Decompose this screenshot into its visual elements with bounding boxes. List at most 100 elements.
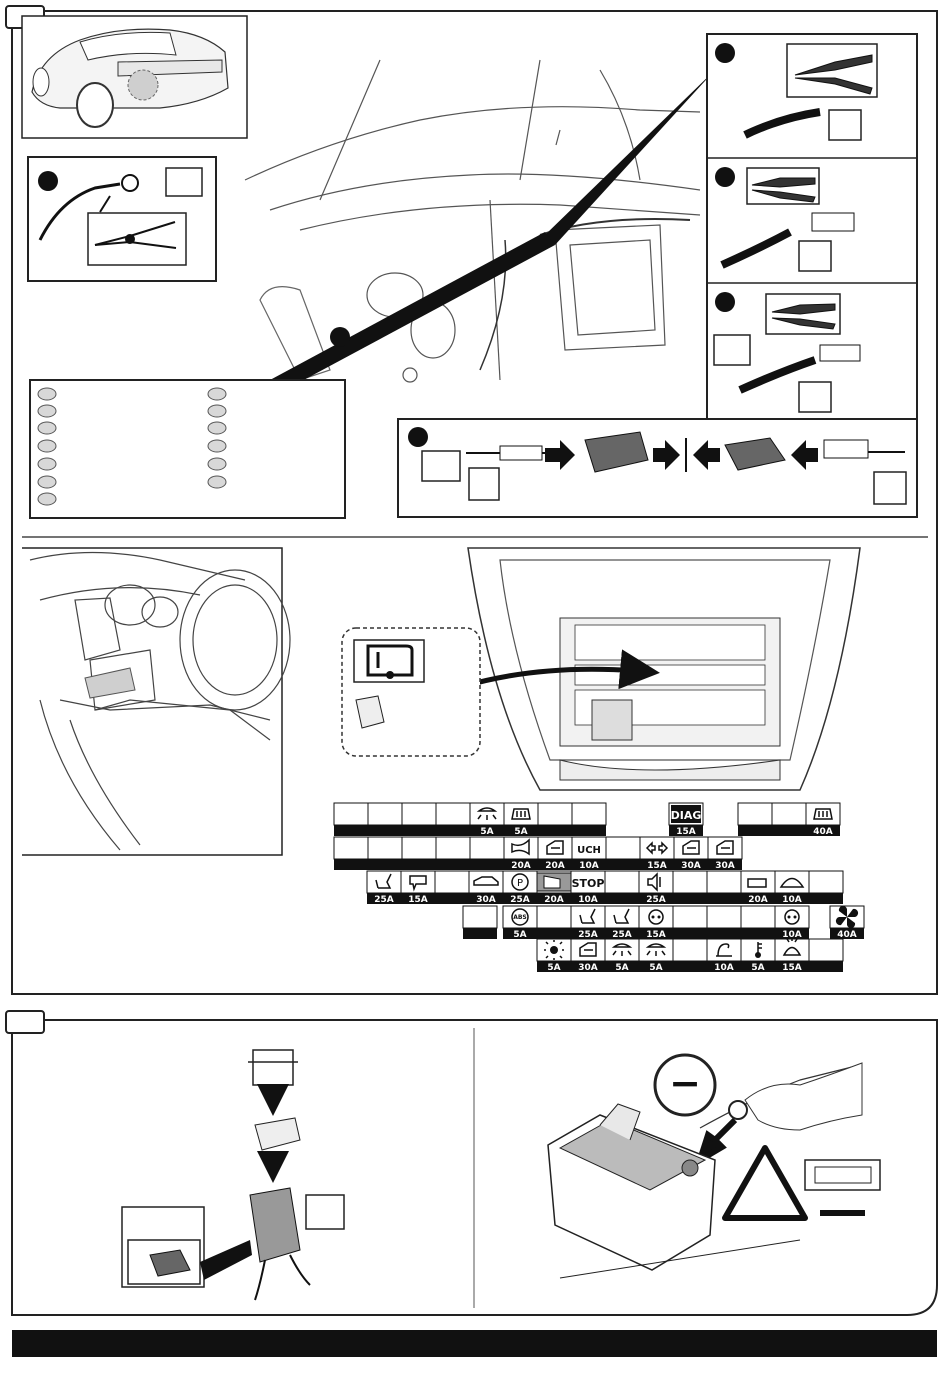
- step-dot: [408, 427, 428, 447]
- fuse-cell-seat: 25A: [605, 906, 639, 940]
- fuse-cell: [572, 803, 606, 836]
- fuse-cell-temperature: 5A: [741, 939, 775, 973]
- fuse-cell: [334, 803, 368, 836]
- terminal-icon: [812, 213, 854, 231]
- ref-box: [422, 451, 460, 481]
- fuse-rating: 20A: [545, 861, 565, 871]
- fuse-rating: 5A: [514, 827, 527, 837]
- fuse-rating: 5A: [649, 963, 662, 973]
- fuse-rating: 10A: [782, 895, 802, 905]
- pointer-line-2: [270, 232, 555, 382]
- fuse-rating: 15A: [408, 895, 428, 905]
- fuse-cell-circle-dots: 15A: [639, 906, 673, 940]
- fuse-rating: 25A: [374, 895, 394, 905]
- fuse-cell-window-lift: 30A: [674, 837, 708, 871]
- fuse-rating: 25A: [646, 895, 666, 905]
- connector-sequence: [398, 419, 917, 517]
- fuse-cell: [772, 803, 806, 836]
- step-label-box-2: [6, 1011, 44, 1033]
- fuse-cell: [436, 837, 470, 870]
- warning-triangle-icon: [725, 1148, 805, 1218]
- panel-finalize: −: [6, 1011, 937, 1315]
- fuse-cell-interior-light: 5A: [639, 939, 673, 973]
- ref-box: [799, 241, 831, 271]
- wire-color-list: [30, 380, 345, 518]
- fuse-cell-interior-light: 5A: [470, 803, 504, 837]
- fuse-cell: [707, 906, 741, 939]
- step-dot: [715, 167, 735, 187]
- fuse-cell: [673, 906, 707, 939]
- svg-text:STOP: STOP: [572, 877, 605, 890]
- fuse-cell-seat: 25A: [571, 906, 605, 940]
- ref-box: [166, 168, 202, 196]
- fuse-cell: [605, 871, 639, 904]
- fuse-insertion-sketch: [122, 1050, 344, 1300]
- fuse-cell-instrument-cluster: 10A: [775, 871, 809, 905]
- trailer-fuse-callout: [342, 628, 480, 756]
- fuse-cell: [809, 871, 843, 904]
- crimp-steps: [707, 34, 917, 419]
- fuse-rating: 30A: [578, 963, 598, 973]
- fuse-rating: 10A: [578, 895, 598, 905]
- fuse-rating: 10A: [579, 861, 599, 871]
- fuse-cell: [368, 837, 402, 870]
- fuse-cell-circle-dots: 10A: [775, 906, 809, 940]
- fuse-cell-rear-defrost: 5A: [504, 803, 538, 837]
- ref-box: [799, 382, 831, 412]
- blade-fuse-icon: [255, 1118, 300, 1150]
- svg-text:ABS: ABS: [513, 914, 527, 921]
- fuse-cell: [707, 871, 741, 904]
- fuse-cell-door-lock: 20A: [538, 837, 572, 871]
- fuse-cell-heated-rear-window: 40A: [806, 803, 840, 837]
- ref-box: [874, 472, 906, 504]
- fuse-cell-sun: 5A: [537, 939, 571, 973]
- ground-wire-detail: [28, 157, 216, 281]
- fuse-holder-icon: [250, 1188, 300, 1262]
- fuse-cell: UCH10A: [572, 837, 606, 871]
- fuse-cell-radio: 20A: [741, 871, 775, 905]
- battery-clamp-icon: [729, 1101, 747, 1119]
- fuse-cell-mirror: 15A: [401, 871, 435, 905]
- female-terminal-icon: [824, 440, 868, 458]
- fuse-cell-car: 30A: [469, 871, 503, 905]
- fuse-rating: 5A: [480, 827, 493, 837]
- fuse-cell-door-lock: 30A: [571, 939, 605, 973]
- fuse-cell: [470, 837, 504, 870]
- fuse-rating: 25A: [510, 895, 530, 905]
- fuse-rating: 5A: [615, 963, 628, 973]
- step-dot: [715, 43, 735, 63]
- panel-wiring: 5A5ADIAG15A40A20A20AUCH10A15A30A30A25A15…: [6, 6, 937, 994]
- fuse-rating: 10A: [714, 963, 734, 973]
- fuse-rating: 15A: [782, 963, 802, 973]
- fuse-cell: [606, 837, 640, 870]
- fuse-cell: [436, 803, 470, 836]
- fuse-cell-interior-light: 5A: [605, 939, 639, 973]
- tow-bar-location-marker: [128, 70, 158, 100]
- fuse-cell: [334, 837, 368, 870]
- fuse-cell-hazard-arrows: 15A: [640, 837, 674, 871]
- fuse-box-sketch: [468, 548, 860, 790]
- hand-icon: [745, 1063, 862, 1130]
- terminal-icon: [820, 345, 860, 361]
- fuse-rating: 5A: [513, 930, 526, 940]
- fuse-rating: 20A: [511, 861, 531, 871]
- fuse-cell: [673, 939, 707, 972]
- fuse-cell-seat-belt: 10A: [707, 939, 741, 973]
- svg-text:P: P: [517, 878, 523, 889]
- fuse-cell-fan: 40A: [830, 906, 864, 940]
- step-dot: [715, 292, 735, 312]
- fuse-rating: 40A: [813, 827, 833, 837]
- fuse-rating: 15A: [676, 827, 696, 837]
- fuse-cell-washer: 15A: [775, 938, 809, 973]
- ref-box: [829, 110, 861, 140]
- trunk-interior-sketch: [245, 60, 700, 382]
- dashboard-sketch: [22, 548, 290, 855]
- fuse-rating: 30A: [681, 861, 701, 871]
- ring-terminal-icon: [122, 175, 138, 191]
- fuse-cell: STOP 10A: [571, 871, 605, 905]
- fuse-cell-heated-seat: 25A: [367, 871, 401, 905]
- ref-box: [469, 468, 499, 500]
